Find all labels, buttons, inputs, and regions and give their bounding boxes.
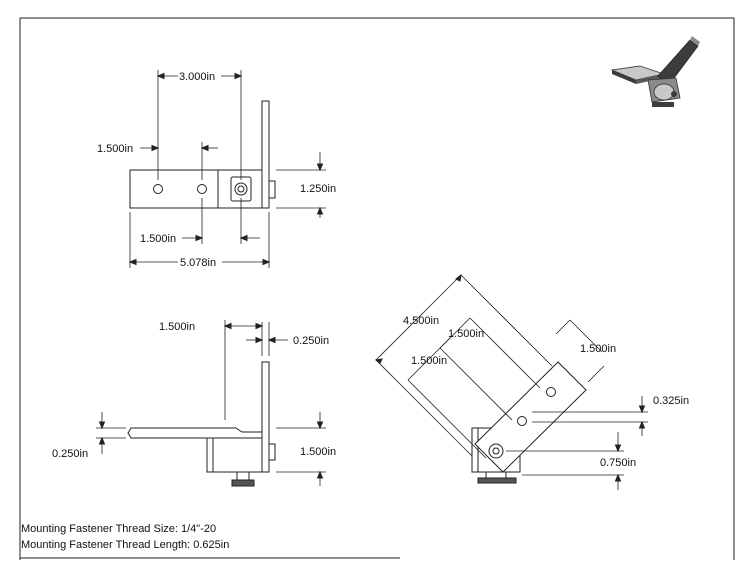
angled-view-arm [474, 361, 587, 473]
dim-1500-upper-label: 1.500in [97, 143, 133, 155]
top-view-hole-2 [197, 184, 207, 194]
dim-3000-label: 3.000in [179, 71, 215, 83]
top-view [128, 70, 326, 268]
dim-5078-label: 5.078in [180, 257, 216, 269]
side-view-upright-plate [261, 361, 270, 473]
dim-angled-0750-label: 0.750in [600, 457, 636, 469]
top-view-bolt-head [268, 180, 276, 199]
dim-angled-1500w-label: 1.500in [580, 343, 616, 355]
dim-side-1500-top-label: 1.500in [159, 321, 195, 333]
dim-1250-label: 1.250in [300, 183, 336, 195]
top-view-upright-plate [261, 100, 270, 209]
note-thread-size: Mounting Fastener Thread Size: 1/4"-20 [21, 523, 217, 535]
dim-angled-4500-label: 4.500in [403, 315, 439, 327]
dim-angled-1500b-label: 1.500in [411, 355, 447, 367]
side-view-fastener [236, 471, 250, 481]
dim-angled-1500a-label: 1.500in [448, 328, 484, 340]
dim-side-0250-base-label: 0.250in [52, 448, 88, 460]
sheet-frame [19, 17, 735, 560]
side-view-bolt-head [268, 443, 276, 461]
angled-view-hole-1 [546, 387, 556, 397]
angled-view [374, 273, 648, 490]
dim-side-1500-height-label: 1.500in [300, 446, 336, 458]
top-view-hole-1 [153, 184, 163, 194]
dim-angled-0325-label: 0.325in [653, 395, 689, 407]
side-view-pivot-block [206, 437, 263, 473]
dim-1500-lower-label: 1.500in [140, 233, 176, 245]
dim-side-0250-upright-label: 0.250in [293, 335, 329, 347]
note-thread-length: Mounting Fastener Thread Length: 0.625in [21, 539, 230, 551]
side-view-base-plate [127, 427, 263, 439]
angled-view-hole-2 [517, 416, 527, 426]
side-view [96, 320, 326, 487]
isometric-thumbnail [610, 36, 700, 107]
